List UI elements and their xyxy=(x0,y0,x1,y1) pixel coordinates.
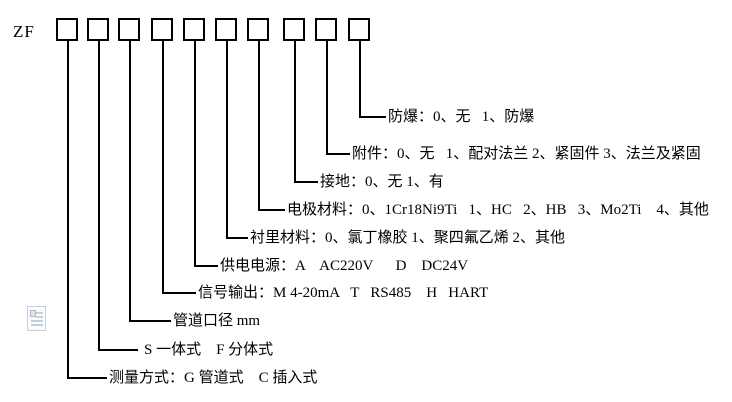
connector-vertical-measurement-mode xyxy=(67,41,69,379)
code-box-1 xyxy=(56,18,78,41)
row-label-pipe-diameter: 管道口径 mm xyxy=(173,313,261,329)
connector-horizontal-lining-material xyxy=(226,237,248,239)
row-label-accessories: 附件：0、无 1、配对法兰 2、紧固件 3、法兰及紧固 xyxy=(352,146,701,162)
code-box-10 xyxy=(348,18,370,41)
code-box-6 xyxy=(215,18,237,41)
connector-vertical-lining-material xyxy=(226,41,228,239)
code-box-9 xyxy=(315,18,337,41)
connector-horizontal-signal-output xyxy=(162,292,196,294)
code-box-8 xyxy=(283,18,305,41)
placeholder-corner xyxy=(30,310,36,317)
connector-vertical-structure-type xyxy=(98,41,100,351)
connector-horizontal-grounding xyxy=(294,181,318,183)
row-label-lining-material: 衬里材料：0、氯丁橡胶 1、聚四氟乙烯 2、其他 xyxy=(250,230,566,246)
connector-horizontal-measurement-mode xyxy=(67,377,107,379)
connector-vertical-grounding xyxy=(294,41,296,183)
placeholder-line xyxy=(31,320,43,322)
placeholder-line xyxy=(36,312,43,314)
connector-vertical-signal-output xyxy=(162,41,164,294)
row-label-electrode-material: 电极材料：0、1Cr18Ni9Ti 1、HC 2、HB 3、Mo2Ti 4、其他 xyxy=(287,202,709,218)
connector-vertical-accessories xyxy=(326,41,328,155)
model-prefix: ZF xyxy=(13,22,35,41)
row-label-measurement-mode: 测量方式：G 管道式 C 插入式 xyxy=(109,370,318,386)
row-label-signal-output: 信号输出：M 4-20mA T RS485 H HART xyxy=(198,285,489,301)
code-box-4 xyxy=(151,18,173,41)
row-label-grounding: 接地：0、无 1、有 xyxy=(320,174,444,190)
connector-vertical-pipe-diameter xyxy=(129,41,131,322)
connector-horizontal-power-supply xyxy=(194,265,218,267)
connector-horizontal-electrode-material xyxy=(258,209,285,211)
image-placeholder-icon xyxy=(27,306,46,331)
connector-vertical-power-supply xyxy=(194,41,196,267)
row-label-structure-type: S 一体式 F 分体式 xyxy=(144,342,274,358)
code-box-7 xyxy=(247,18,269,41)
connector-horizontal-accessories xyxy=(326,153,350,155)
connector-horizontal-pipe-diameter xyxy=(129,320,171,322)
code-box-2 xyxy=(87,18,109,41)
code-box-5 xyxy=(183,18,205,41)
row-label-explosion-proof: 防爆：0、无 1、防爆 xyxy=(388,109,535,125)
placeholder-line xyxy=(31,324,43,326)
connector-vertical-explosion-proof xyxy=(359,41,361,118)
connector-vertical-electrode-material xyxy=(258,41,260,211)
row-label-power-supply: 供电电源：A AC220V D DC24V xyxy=(220,258,469,274)
connector-horizontal-explosion-proof xyxy=(359,116,386,118)
code-box-3 xyxy=(118,18,140,41)
connector-horizontal-structure-type xyxy=(98,349,138,351)
placeholder-line xyxy=(36,316,43,318)
